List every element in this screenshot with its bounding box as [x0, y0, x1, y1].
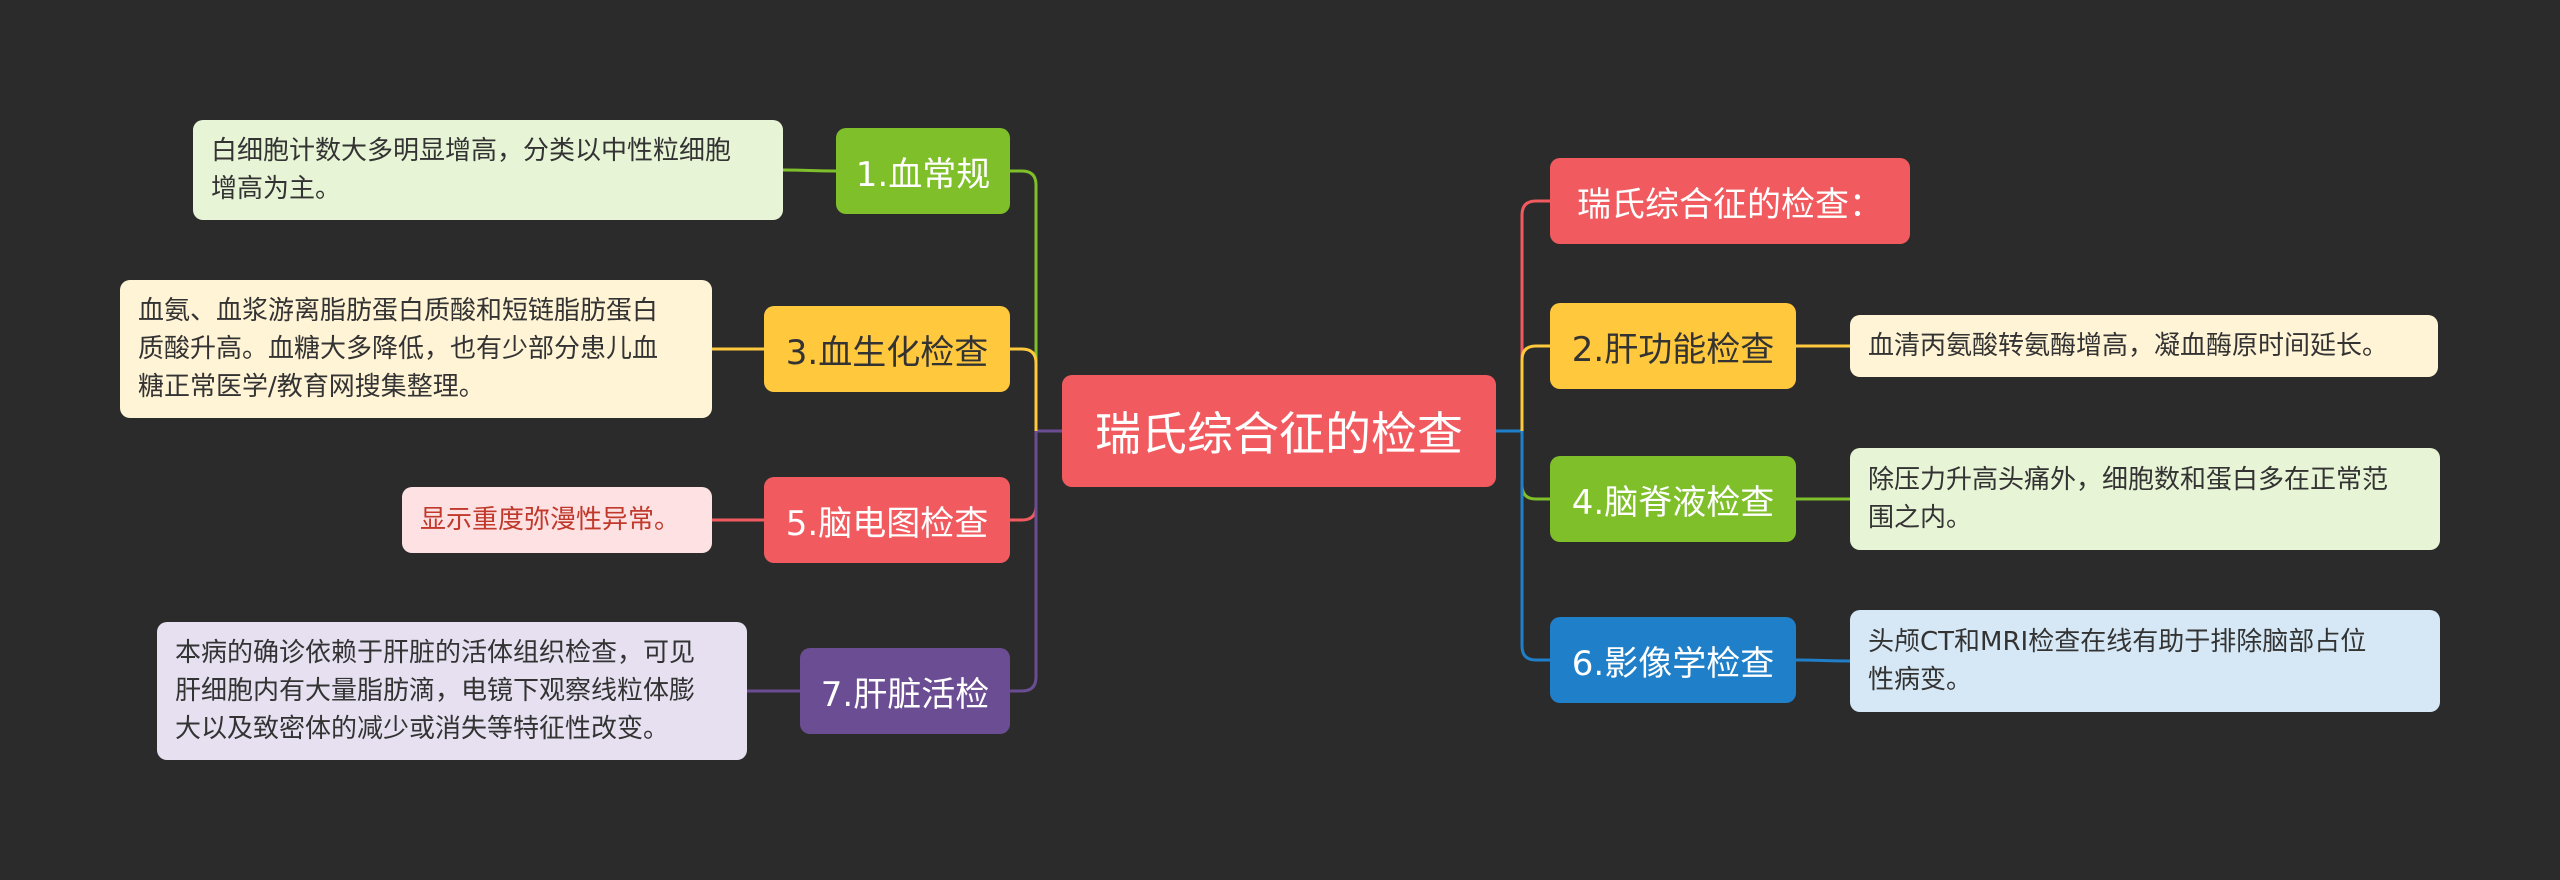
branch-liver-biopsy[interactable]: 7.肝脏活检 [800, 648, 1010, 734]
leaf-line: 头颅CT和MRI检查在线有助于排除脑部占位 [1868, 627, 2367, 657]
leaf-line: 性病变。 [1868, 665, 1973, 695]
branch-connector [1010, 169, 1038, 431]
branch-connector [1520, 431, 1550, 501]
branch-blood-biochemistry[interactable]: 3.血生化检查 [764, 306, 1010, 392]
branch-connector [1520, 431, 1550, 662]
leaf-line: 糖正常医学/教育网搜集整理。 [138, 372, 485, 402]
leaf-eeg-note[interactable]: 显示重度弥漫性异常。 [402, 487, 712, 553]
root-topic[interactable]: 瑞氏综合征的检查 [1062, 375, 1496, 487]
leaf-line: 显示重度弥漫性异常。 [420, 505, 681, 535]
leaf-blood-routine-note[interactable]: 白细胞计数大多明显增高，分类以中性粒细胞 增高为主。 [193, 120, 783, 220]
leaf-blood-biochemistry-note[interactable]: 血氨、血浆游离脂肪蛋白质酸和短链脂肪蛋白 质酸升高。血糖大多降低，也有少部分患儿… [120, 280, 712, 418]
branch-csf-exam[interactable]: 4.脑脊液检查 [1550, 456, 1796, 542]
branch-eeg-exam[interactable]: 5.脑电图检查 [764, 477, 1010, 563]
branch-exam-heading[interactable]: 瑞氏综合征的检查： [1550, 158, 1910, 244]
branch-connector [1010, 431, 1038, 693]
leaf-liver-biopsy-note[interactable]: 本病的确诊依赖于肝脏的活体组织检查，可见 肝细胞内有大量脂肪滴，电镜下观察线粒体… [157, 622, 747, 760]
leaf-csf-note[interactable]: 除压力升高头痛外，细胞数和蛋白多在正常范 围之内。 [1850, 448, 2440, 550]
leaf-line: 围之内。 [1868, 503, 1973, 533]
leaf-line: 除压力升高头痛外，细胞数和蛋白多在正常范 [1868, 465, 2389, 495]
leaf-line: 肝细胞内有大量脂肪滴，电镜下观察线粒体膨 [175, 676, 696, 706]
branch-connector [1010, 431, 1038, 522]
leaf-line: 血清丙氨酸转氨酶增高，凝血酶原时间延长。 [1868, 331, 2389, 361]
branch-connector [1520, 344, 1550, 431]
leaf-line: 大以及致密体的减少或消失等特征性改变。 [175, 714, 670, 744]
branch-connector [1520, 199, 1550, 431]
branch-imaging-exam[interactable]: 6.影像学检查 [1550, 617, 1796, 703]
leaf-line: 增高为主。 [211, 174, 342, 204]
leaf-line: 质酸升高。血糖大多降低，也有少部分患儿血 [138, 334, 659, 364]
branch-connector [1010, 347, 1038, 431]
leaf-line: 白细胞计数大多明显增高，分类以中性粒细胞 [211, 136, 732, 166]
leaf-connector [782, 168, 837, 173]
leaf-connector [1795, 658, 1851, 663]
leaf-line: 本病的确诊依赖于肝脏的活体组织检查，可见 [175, 638, 696, 668]
branch-blood-routine[interactable]: 1.血常规 [836, 128, 1010, 214]
leaf-liver-function-note[interactable]: 血清丙氨酸转氨酶增高，凝血酶原时间延长。 [1850, 315, 2438, 377]
branch-liver-function[interactable]: 2.肝功能检查 [1550, 303, 1796, 389]
leaf-line: 血氨、血浆游离脂肪蛋白质酸和短链脂肪蛋白 [138, 296, 659, 326]
leaf-imaging-note[interactable]: 头颅CT和MRI检查在线有助于排除脑部占位 性病变。 [1850, 610, 2440, 712]
